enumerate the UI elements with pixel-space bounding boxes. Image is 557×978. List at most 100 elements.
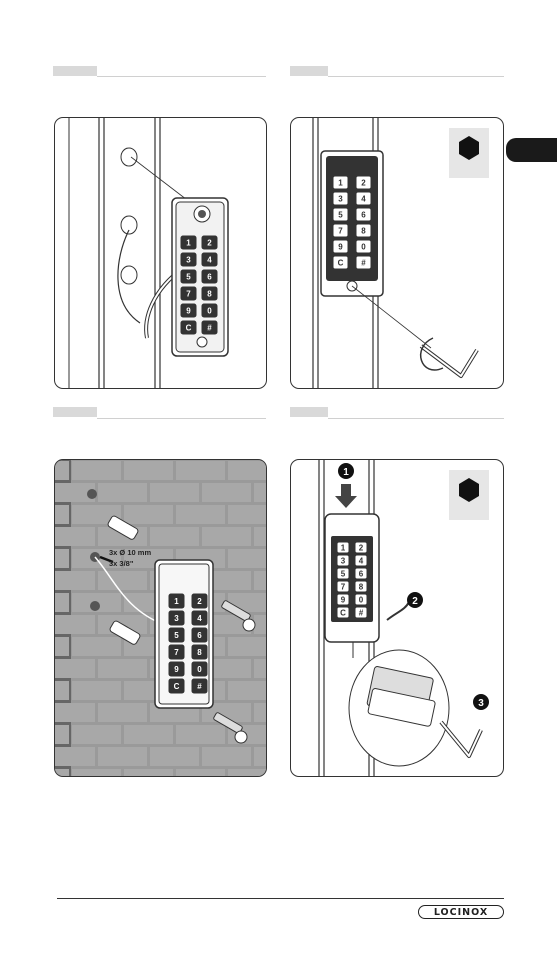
keypad-key-label: # — [197, 682, 202, 691]
keypad-key-label: 5 — [341, 570, 346, 579]
brick — [202, 571, 251, 590]
keypad-key — [201, 235, 218, 250]
brick — [55, 483, 95, 502]
keypad-key — [168, 593, 185, 609]
brick — [72, 681, 121, 700]
keypad-key — [191, 644, 208, 660]
brick — [72, 505, 121, 524]
keypad-key — [336, 567, 350, 580]
keypad-key-label: # — [361, 259, 366, 268]
keypad-key — [332, 255, 349, 270]
keypad-key-label: 3 — [338, 195, 343, 204]
keypad-key — [354, 554, 368, 567]
keypad-key — [355, 255, 372, 270]
keypad-key — [355, 175, 372, 190]
keypad-key — [168, 644, 185, 660]
keypad-key-label: 7 — [338, 227, 343, 236]
keypad-key — [201, 286, 218, 301]
keypad-key-label: # — [359, 609, 364, 618]
arrow-down-icon — [335, 484, 357, 508]
keypad-key — [201, 252, 218, 267]
keypad-key — [332, 239, 349, 254]
step-4-header-rule — [328, 418, 504, 419]
keypad-key-label: 4 — [197, 614, 202, 623]
brick — [98, 747, 147, 766]
keypad-key — [168, 678, 185, 694]
brick — [202, 483, 251, 502]
keypad-key-label: 0 — [207, 307, 212, 316]
language-side-tab — [506, 138, 557, 162]
keypad-key — [168, 610, 185, 626]
keypad-key-label: 5 — [186, 273, 191, 282]
brick — [202, 615, 251, 634]
step-number-1: 1 — [343, 467, 349, 478]
keypad-key — [332, 223, 349, 238]
keypad-key — [191, 610, 208, 626]
keypad-key-label: 6 — [359, 570, 364, 579]
keypad-key — [180, 252, 197, 267]
keypad-key — [354, 541, 368, 554]
step-number-3: 3 — [478, 698, 484, 709]
keypad-key — [201, 320, 218, 335]
keypad-key — [332, 191, 349, 206]
keypad-key-label: 2 — [207, 239, 212, 248]
keypad-key-label: 4 — [361, 195, 366, 204]
keypad-key — [191, 661, 208, 677]
keypad-key — [201, 303, 218, 318]
keypad-key-label: 8 — [361, 227, 366, 236]
keypad-key-label: # — [207, 324, 212, 333]
brick — [228, 637, 266, 656]
keypad-key — [354, 580, 368, 593]
drill-size-metric: 3x Ø 10 mm — [109, 548, 151, 557]
brick — [228, 681, 266, 700]
keypad-key-label: 2 — [361, 179, 366, 188]
brick — [254, 703, 266, 722]
keypad-key-label: C — [338, 259, 344, 268]
keypad-key — [168, 627, 185, 643]
brick — [228, 461, 266, 480]
brick — [55, 769, 69, 776]
brick — [228, 769, 266, 776]
brick — [254, 527, 266, 546]
step-3-header-tab — [53, 407, 97, 417]
keypad-key — [355, 239, 372, 254]
keypad-key-label: 3 — [174, 614, 179, 623]
brick — [55, 571, 95, 590]
allen-key-icon — [439, 720, 483, 758]
keypad-key-label: 9 — [186, 307, 191, 316]
keypad-key-label: 8 — [197, 648, 202, 657]
keypad-key — [191, 593, 208, 609]
keypad-key-label: 6 — [361, 211, 366, 220]
keypad-key — [336, 593, 350, 606]
keypad-key-label: 2 — [359, 544, 364, 553]
hex-allen-icon — [459, 136, 479, 160]
keypad-key — [336, 554, 350, 567]
brick — [202, 747, 251, 766]
keypad-key-label: 5 — [174, 631, 179, 640]
brick — [72, 637, 121, 656]
step-number-2: 2 — [412, 596, 418, 607]
locinox-logo: LOCINOX — [418, 905, 504, 919]
keypad-key — [180, 303, 197, 318]
brick — [254, 615, 266, 634]
keypad-key-label: 1 — [186, 239, 191, 248]
keypad-key-label: 7 — [186, 290, 191, 299]
brick — [202, 527, 251, 546]
allen-key-icon — [419, 344, 479, 378]
keypad-key — [355, 207, 372, 222]
step-2-header-rule — [328, 76, 504, 77]
brick — [72, 725, 121, 744]
footer-rule — [57, 898, 504, 899]
keypad-key — [180, 320, 197, 335]
brick — [55, 703, 95, 722]
brick — [98, 703, 147, 722]
brick — [55, 527, 95, 546]
brick — [55, 637, 69, 656]
step-1-header-rule — [97, 76, 266, 77]
brick — [55, 747, 95, 766]
brick — [124, 725, 173, 744]
step-4-header-tab — [290, 407, 328, 417]
keypad-key — [354, 567, 368, 580]
